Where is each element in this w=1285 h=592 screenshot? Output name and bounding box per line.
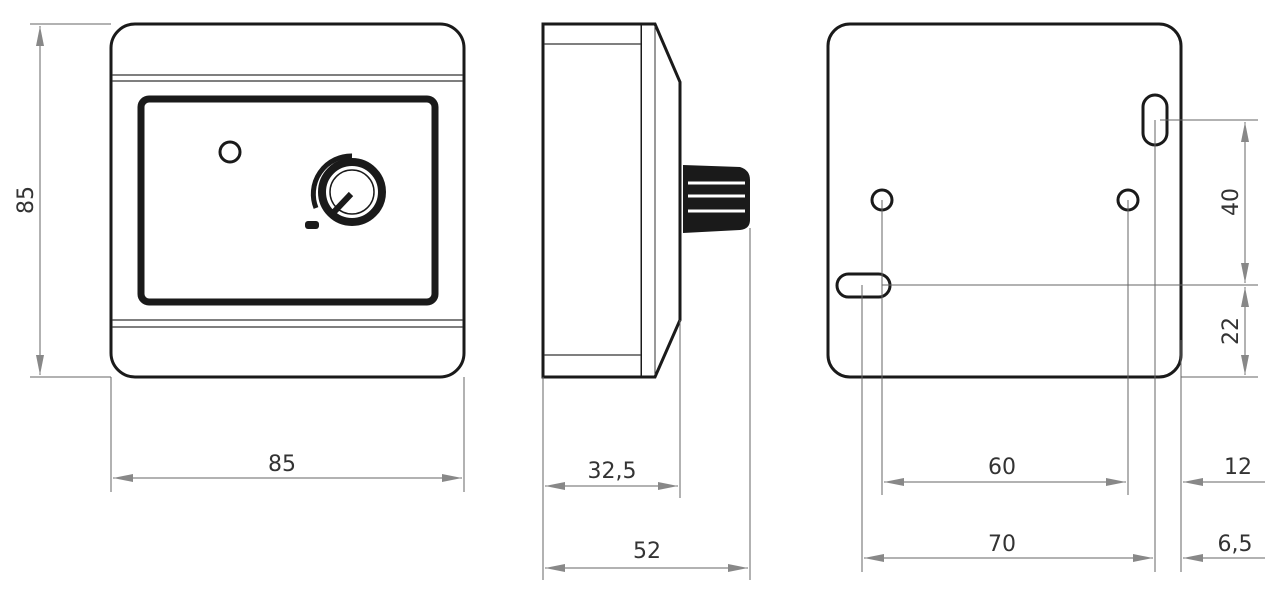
width-dimension-label: 85 — [268, 452, 296, 477]
back-housing — [826, 22, 1183, 379]
slot-bottom-dimension-label: 22 — [1219, 317, 1244, 345]
hole-offset-dimension-label: 12 — [1224, 455, 1252, 480]
slot-spacing-dimension-label: 70 — [988, 532, 1016, 557]
front-view: 85 85 — [14, 22, 466, 492]
side-housing — [541, 22, 644, 379]
depth-dimension-label: 32,5 — [588, 459, 637, 484]
slot-vertical-dimension-label: 40 — [1219, 188, 1244, 216]
off-mark-icon — [305, 221, 319, 229]
total-depth-dimension-label: 52 — [633, 539, 661, 564]
back-view: 40 22 60 12 70 6,5 — [826, 22, 1265, 572]
side-view: 32,5 52 — [541, 22, 751, 580]
knob-side-icon — [683, 165, 750, 233]
height-dimension-label: 85 — [14, 186, 39, 214]
control-knob-icon — [305, 153, 386, 229]
slot-offset-dimension-label: 6,5 — [1218, 532, 1253, 557]
indicator-led-icon — [218, 140, 242, 164]
front-housing — [109, 22, 466, 379]
front-panel — [137, 95, 439, 306]
hole-spacing-dimension-label: 60 — [988, 455, 1016, 480]
